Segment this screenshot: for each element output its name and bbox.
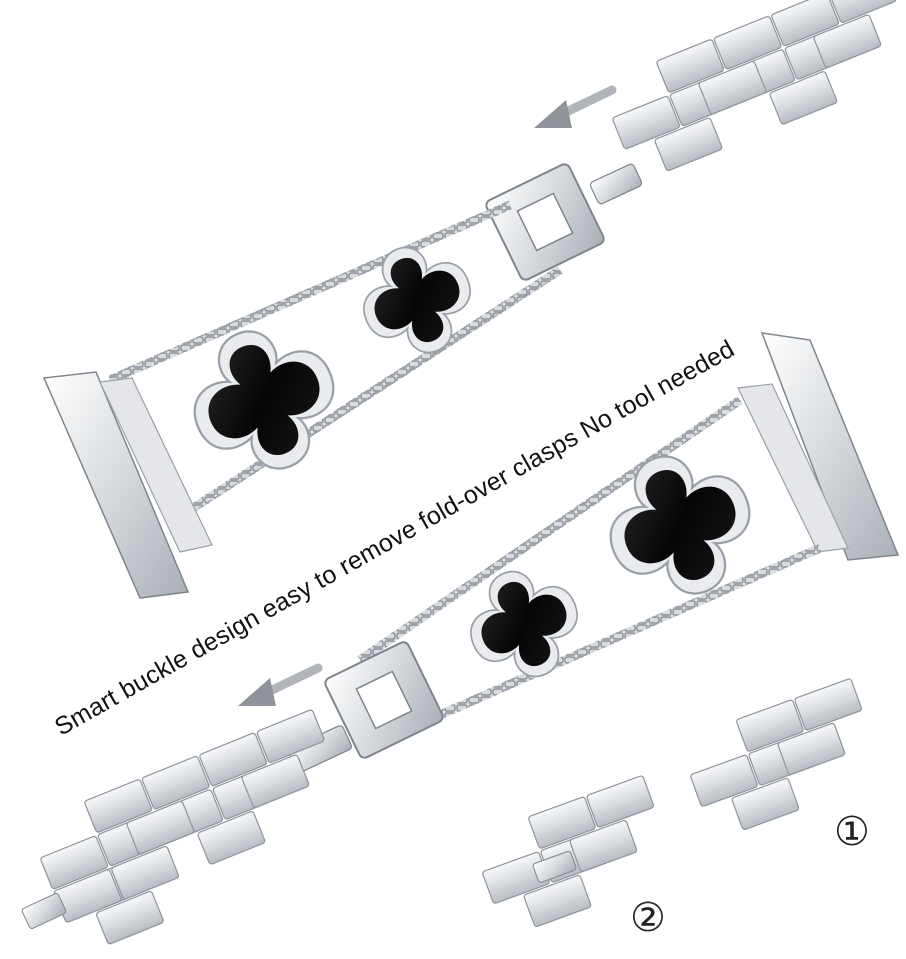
bottom-chains: [357, 396, 822, 720]
bottom-clover-small: [452, 552, 596, 696]
step-number-two: ②: [630, 895, 666, 941]
top-clover-large: [170, 306, 358, 494]
detached-links-2: [481, 774, 668, 939]
top-watch-connector: [42, 371, 213, 599]
arrow-left-icon: [534, 85, 617, 128]
top-bracelet-links: [611, 0, 906, 184]
top-hinge: [589, 163, 643, 205]
top-chains: [108, 200, 563, 515]
bottom-watch-connector: [737, 332, 900, 561]
bottom-clover-large: [586, 431, 774, 619]
top-clover-small: [345, 228, 489, 372]
arrow-left-icon: [238, 663, 323, 706]
step-number-one: ①: [834, 809, 870, 855]
bottom-band: [21, 332, 900, 957]
bottom-buckle: [324, 641, 444, 759]
top-band: [42, 0, 906, 599]
top-buckle: [485, 163, 605, 281]
